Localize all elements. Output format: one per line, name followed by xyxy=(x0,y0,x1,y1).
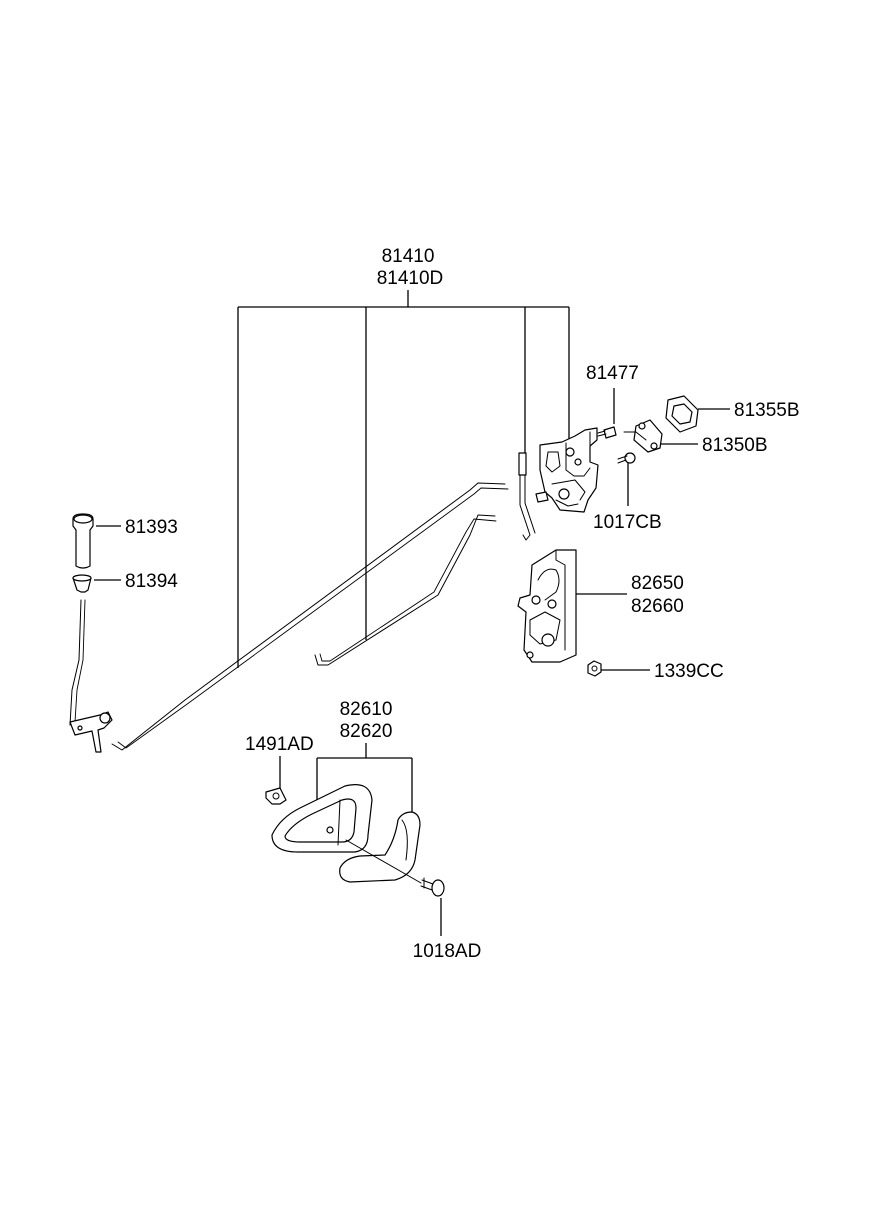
label-81394: 81394 xyxy=(125,571,178,592)
label-81355B: 81355B xyxy=(734,400,800,421)
label-82610: 82610 xyxy=(340,699,393,720)
label-1017CB: 1017CB xyxy=(593,512,662,533)
label-82650: 82650 xyxy=(631,573,684,594)
label-1018AD: 1018AD xyxy=(413,941,482,962)
knob-grommet xyxy=(72,574,92,593)
label-82660: 82660 xyxy=(631,596,684,617)
label-81410: 81410 xyxy=(382,246,435,267)
door-latch-assembly xyxy=(535,427,599,513)
door-striker-bracket xyxy=(517,549,577,663)
label-81393: 81393 xyxy=(125,517,178,538)
label-81410D: 81410D xyxy=(377,268,444,289)
leader-82610 xyxy=(316,743,413,812)
label-82620: 82620 xyxy=(340,721,393,742)
label-1339CC: 1339CC xyxy=(654,661,724,682)
label-1491AD: 1491AD xyxy=(245,734,314,755)
label-81477: 81477 xyxy=(586,363,639,384)
lock-knob xyxy=(72,513,94,569)
latch-gasket-81355B xyxy=(665,395,699,433)
knob-rod xyxy=(69,599,86,726)
latch-screw-81477 xyxy=(597,426,617,439)
hook-rod xyxy=(518,452,536,541)
inside-handle xyxy=(271,784,373,853)
nut-1339CC xyxy=(587,660,602,677)
long-lock-rod xyxy=(111,482,509,751)
label-81350B: 81350B xyxy=(702,435,768,456)
latch-cover-81350B xyxy=(623,419,663,453)
leader-81410 xyxy=(237,290,570,668)
knob-lever-bracket xyxy=(69,711,113,753)
latch-screw-1017CB xyxy=(617,452,636,464)
short-handle-rod xyxy=(314,514,497,666)
clip-1491AD xyxy=(265,787,287,805)
screw-1018AD xyxy=(345,839,445,897)
